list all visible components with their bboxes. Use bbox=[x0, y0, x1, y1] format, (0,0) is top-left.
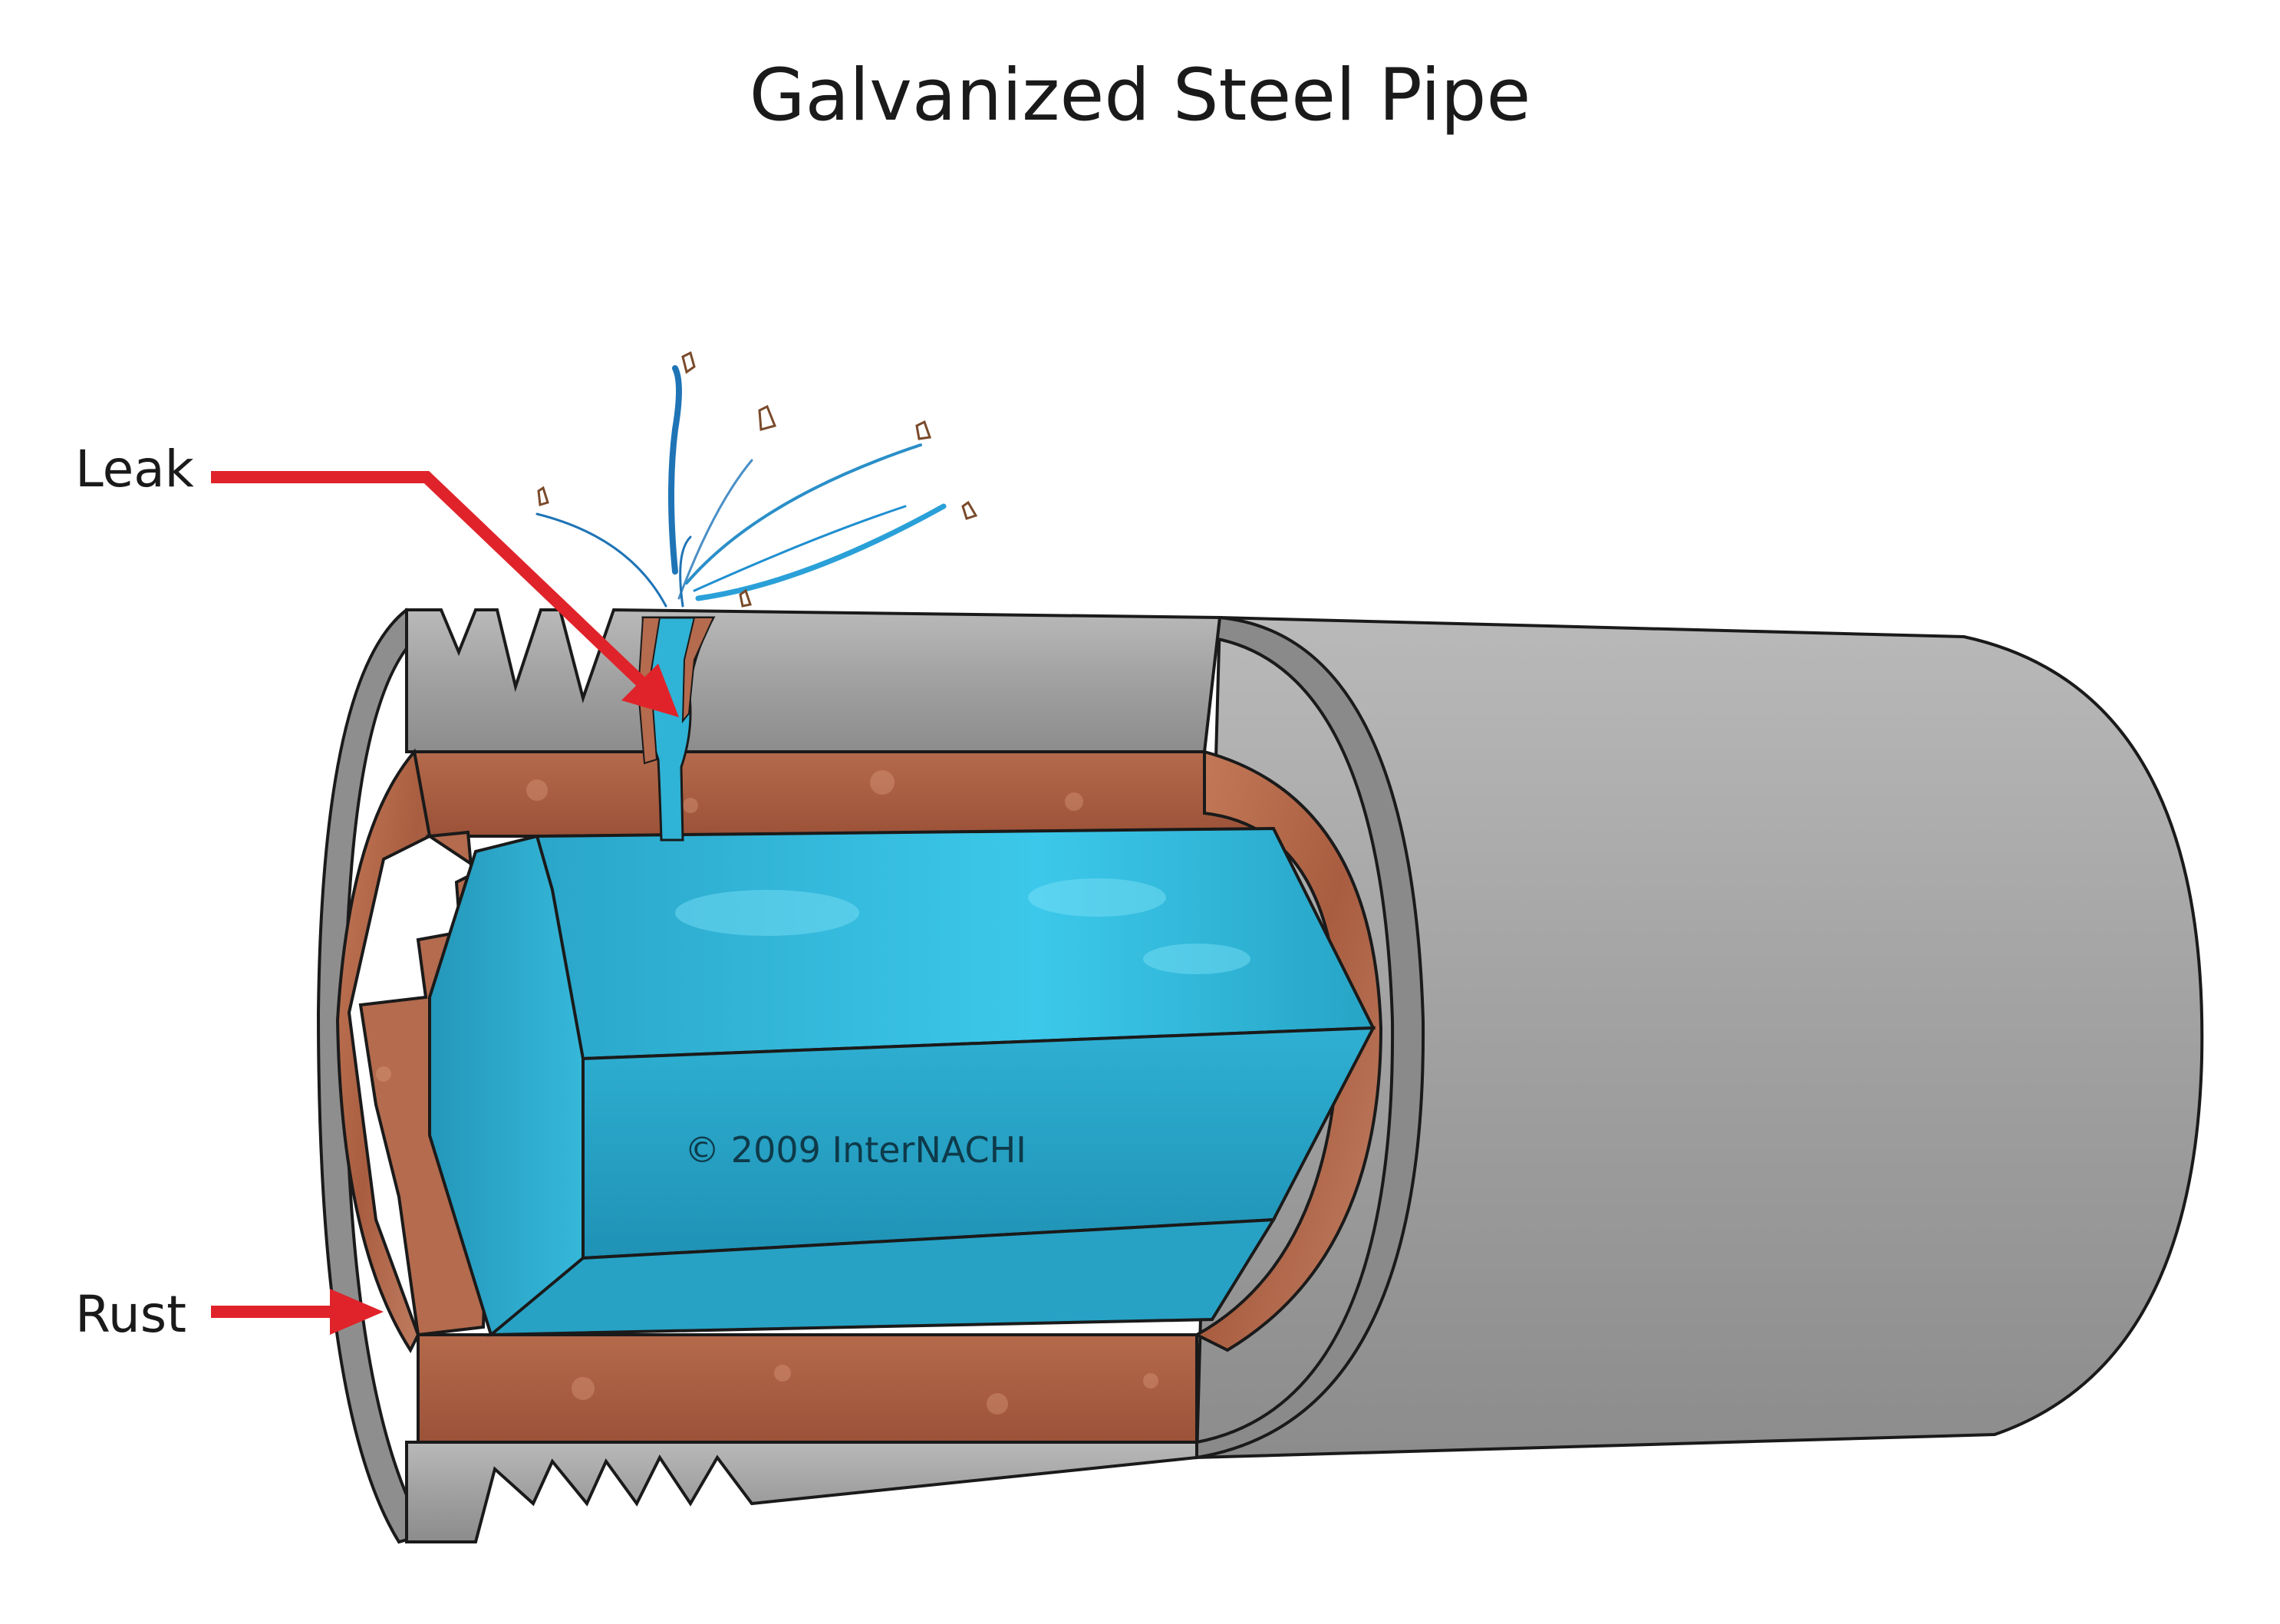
water-highlights bbox=[675, 878, 1250, 974]
water-bottom-surface bbox=[486, 1217, 1277, 1337]
rust-debris bbox=[537, 351, 978, 608]
water-spray bbox=[535, 365, 947, 608]
leak-arrow bbox=[211, 471, 679, 717]
copyright-watermark: © 2009 InterNACHI bbox=[684, 1129, 1026, 1171]
rust-left-face bbox=[335, 748, 432, 1354]
leak-label: Leak bbox=[75, 440, 194, 499]
leak-channel-rust-right bbox=[681, 617, 715, 723]
rust-arrow bbox=[211, 1289, 384, 1335]
rust-label: Rust bbox=[75, 1285, 186, 1344]
pipe-body bbox=[1194, 615, 2204, 1460]
page-title: Galvanized Steel Pipe bbox=[749, 54, 1531, 137]
water-top-surface bbox=[535, 826, 1376, 1061]
rust-bottom-band bbox=[417, 1333, 1198, 1444]
top-steel-wall bbox=[405, 608, 1222, 753]
bottom-steel-wall bbox=[405, 1441, 1198, 1543]
